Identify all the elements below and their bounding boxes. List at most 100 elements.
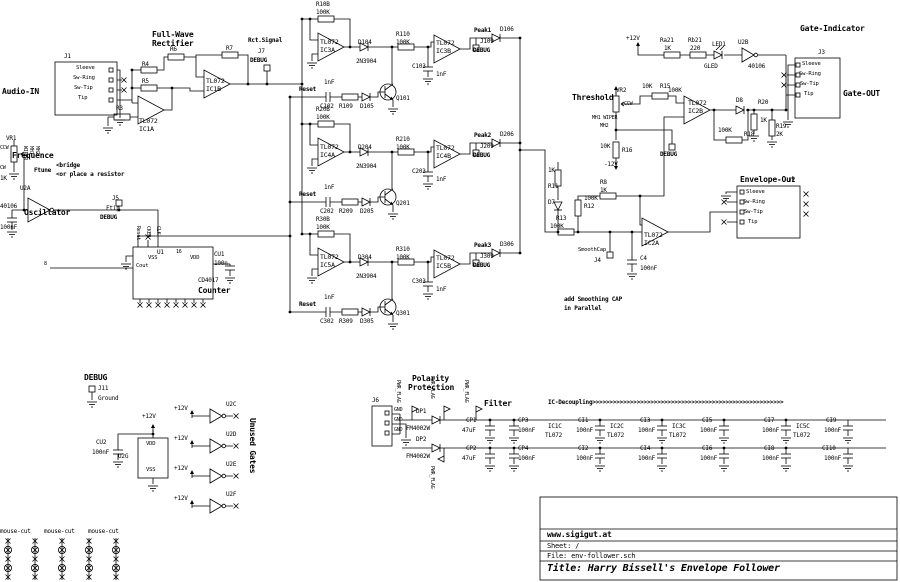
u2e-ref: U2E	[226, 461, 237, 468]
u2g-p12: +12V	[142, 413, 156, 420]
ic3a-value: TL072	[320, 38, 339, 46]
j2-pin-tip: Tip	[748, 219, 758, 225]
mouse-cut-1: mouse-cut	[0, 528, 31, 535]
ic5a-value: TL072	[320, 253, 339, 261]
r309-ref: R309	[339, 318, 353, 325]
c102-ref: C102	[320, 103, 334, 110]
d305-ref: D305	[360, 318, 374, 325]
d105-ref: D105	[360, 103, 374, 110]
j11-ground: Ground	[98, 395, 119, 402]
ic2b-ref: IC2B	[688, 107, 703, 115]
pwr-flag-4: PWR_FLAG	[429, 466, 435, 489]
mouse-cut-2: mouse-cut	[44, 528, 75, 535]
cp4-ref: CP4	[518, 445, 529, 452]
cp2-value: 47uF	[462, 455, 476, 462]
r19-ref: R19	[776, 123, 787, 130]
rb21-value: 220	[690, 45, 701, 52]
vr1-cw: CW	[0, 165, 6, 171]
r20b-value: 100K	[316, 114, 330, 121]
mouse-cut-section	[4, 538, 120, 580]
ra21-ref: Ra21	[660, 37, 674, 44]
r5-ref: R5	[142, 78, 149, 85]
u2d-ref: U2D	[226, 431, 237, 438]
ic2a-ref: IC2A	[644, 239, 659, 247]
ic4a-value: TL072	[320, 143, 339, 151]
vr2-wiper: MH1 WIPER	[592, 115, 618, 121]
vr1-value: 1K	[0, 175, 7, 182]
titleblock-url: www.sigigut.at	[547, 530, 612, 539]
j3-pin-sw-ring: Sw-Ring	[799, 71, 821, 77]
c203-ref: C203	[412, 168, 426, 175]
r10b-value: 100K	[316, 9, 330, 16]
j1-pin-sleeve: Sleeve	[76, 65, 95, 71]
rb21-ref: Rb21	[688, 37, 702, 44]
ci8-value: 100nF	[762, 455, 780, 462]
d205-ref: D205	[360, 208, 374, 215]
ic2c-ref: IC2C	[610, 423, 624, 430]
u2a-value: 40106	[0, 203, 18, 210]
j4-ref: J4	[594, 257, 601, 264]
ci3-ref: CI3	[640, 417, 651, 424]
vr1-ccw: CCW	[0, 145, 9, 151]
ic2a-value: TL072	[644, 231, 663, 239]
dp2-value: FM4002W	[406, 453, 430, 460]
audio-rectifier-section	[54, 19, 304, 234]
bridge-note-1: <bridge	[56, 162, 80, 169]
p12-gate-indicator: +12V	[626, 35, 640, 42]
ci6-ref: CI6	[702, 445, 713, 452]
r30b-ref: R30B	[316, 216, 330, 223]
unused-gates-title: Unused Gates	[248, 418, 257, 474]
u2d-p12: +12V	[174, 435, 188, 442]
j2-pin-sw-tip: Sw-Tip	[744, 209, 763, 215]
polarity-title-2: Protection	[408, 383, 455, 392]
ic5c-value: TL072	[793, 432, 811, 439]
ic5b-ref: IC5B	[436, 262, 451, 270]
r10b-ref: R10B	[316, 1, 330, 8]
d304-ref: D304	[358, 254, 372, 261]
d204-ref: D204	[358, 144, 372, 151]
led1-value: GLED	[704, 63, 718, 70]
full-wave-title-1: Full-Wave	[152, 30, 194, 39]
ic1a-value: TL072	[139, 117, 158, 125]
q101-type: 2N3904	[356, 58, 377, 65]
j6-ref: J6	[372, 397, 379, 404]
c4-ref: C4	[640, 255, 647, 262]
r12-value: 100K	[584, 195, 598, 202]
d104-ref: D104	[358, 39, 372, 46]
smoothcap-label: SmoothCap	[578, 247, 607, 253]
m12-label: -12V	[604, 161, 618, 168]
filter-title: Filter	[484, 399, 512, 408]
ci4-ref: CI4	[640, 445, 651, 452]
j1-ref: J1	[64, 53, 71, 60]
cp4-value: 100nF	[518, 455, 536, 462]
j2-ref: J2	[788, 177, 795, 184]
ci10-ref: CI10	[822, 445, 836, 452]
r20-ref: R20	[758, 99, 769, 106]
ci5-value: 100nF	[700, 427, 718, 434]
u1-ref: U1	[157, 249, 164, 256]
ic2b-value: TL072	[688, 99, 707, 107]
cp3-value: 100nF	[518, 427, 536, 434]
r7-ref: R7	[226, 45, 233, 52]
reset1-cap-value: 1nF	[324, 79, 335, 86]
u2f-p12: +12V	[174, 495, 188, 502]
j1-pin-tip: Tip	[78, 95, 88, 101]
cp3-ref: CP3	[518, 417, 529, 424]
cp2-ref: CP2	[466, 445, 477, 452]
peak2-debug: DEBUG	[473, 152, 491, 159]
reset1-label: Reset	[299, 86, 317, 93]
reset3-cap-value: 1nF	[324, 294, 335, 301]
cp1-ref: CP1	[466, 417, 477, 424]
mouse-cut-3: mouse-cut	[88, 528, 119, 535]
ic5a-ref: IC5A	[320, 261, 335, 269]
j3-pin-tip: Tip	[804, 91, 814, 97]
peak3-debug: DEBUG	[473, 262, 491, 269]
r16-value: 10K	[600, 143, 611, 150]
oscillator-counter-section	[6, 97, 292, 312]
j3-ref: J3	[818, 49, 825, 56]
ic1b-value: TL072	[206, 77, 225, 85]
peak1-debug: DEBUG	[473, 47, 491, 54]
r3-ref: R3	[116, 105, 123, 112]
r16-ref: R16	[622, 147, 633, 154]
